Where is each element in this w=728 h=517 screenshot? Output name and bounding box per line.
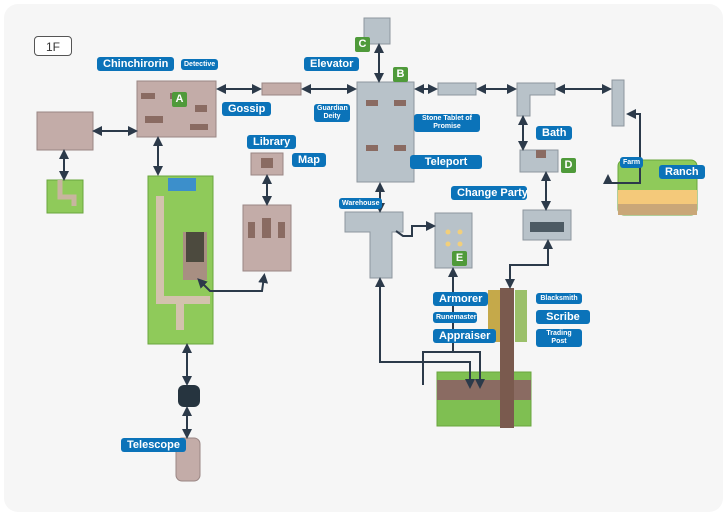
stone-tablet-label[interactable]: Stone Tablet of Promise xyxy=(414,114,480,132)
room-courtyard xyxy=(147,175,214,345)
teleport-label[interactable]: Teleport xyxy=(410,155,482,169)
gossip-label[interactable]: Gossip xyxy=(222,102,272,116)
warehouse-label[interactable]: Warehouse xyxy=(339,198,383,209)
change-party-label[interactable]: Change Party xyxy=(451,186,528,200)
blacksmith-label[interactable]: Blacksmith xyxy=(536,293,582,304)
armorer-label[interactable]: Armorer xyxy=(433,292,489,306)
room-library xyxy=(250,152,284,176)
detective-label[interactable]: Detective xyxy=(181,59,219,70)
marker-a: A xyxy=(172,92,187,107)
corridor-junction xyxy=(516,82,556,117)
library-label[interactable]: Library xyxy=(247,135,297,149)
ranch-label[interactable]: Ranch xyxy=(659,165,705,179)
runemaster-label[interactable]: Runemaster xyxy=(433,312,477,323)
floor-indicator: 1F xyxy=(34,36,72,56)
guardian-deity-label[interactable]: Guardian Deity xyxy=(314,104,350,122)
connection-arrows xyxy=(59,43,641,439)
marker-c: C xyxy=(355,37,370,52)
corridor-east xyxy=(437,82,477,96)
room-west-garden xyxy=(46,179,84,214)
map-label[interactable]: Map xyxy=(292,153,326,167)
marker-b: B xyxy=(393,67,408,82)
room-warehouse xyxy=(344,211,404,279)
marker-d: D xyxy=(561,158,576,173)
bath-label[interactable]: Bath xyxy=(536,126,573,140)
room-workshop xyxy=(522,209,572,241)
telescope-label[interactable]: Telescope xyxy=(121,438,186,452)
room-main-hall xyxy=(356,81,415,183)
elevator-label[interactable]: Elevator xyxy=(304,57,360,71)
marker-e: E xyxy=(452,251,467,266)
corridor-north xyxy=(261,82,302,96)
trading-post-label[interactable]: Trading Post xyxy=(536,329,582,347)
room-chinchirorin xyxy=(136,80,217,138)
farm-label[interactable]: Farm xyxy=(620,157,644,168)
scribe-label[interactable]: Scribe xyxy=(536,310,590,324)
room-market xyxy=(436,288,532,428)
chinchirorin-label[interactable]: Chinchirorin xyxy=(97,57,175,71)
room-hall xyxy=(242,204,292,272)
room-bath xyxy=(519,149,559,173)
corridor-far-east xyxy=(611,79,625,127)
room-observatory-ring xyxy=(178,385,200,407)
appraiser-label[interactable]: Appraiser xyxy=(433,329,497,343)
room-west xyxy=(36,111,94,151)
